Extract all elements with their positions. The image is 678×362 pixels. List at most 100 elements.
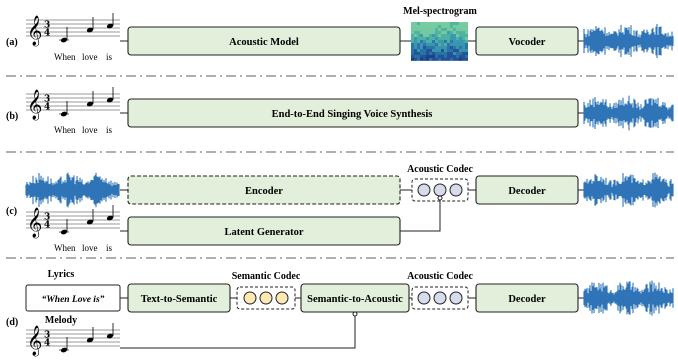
semantic-codec-label: Semantic Codec — [232, 271, 301, 282]
music-score: 𝄞34 — [26, 323, 120, 357]
spectrogram-cell — [441, 52, 444, 55]
spectrogram-cell — [453, 46, 456, 49]
spectrogram-cell — [426, 43, 429, 46]
acoustic-token — [433, 183, 447, 197]
spectrogram-cell — [411, 55, 414, 58]
spectrogram-cell — [411, 52, 414, 55]
spectrogram-cell — [414, 46, 417, 49]
treble-clef-icon: 𝄞 — [27, 15, 42, 47]
spectrogram-cell — [426, 40, 429, 43]
spectrogram-cell — [456, 22, 459, 25]
music-score: 𝄞34 — [26, 87, 120, 121]
time-signature: 4 — [44, 29, 50, 39]
spectrogram-cell — [417, 22, 420, 25]
spectrogram-cell — [414, 43, 417, 46]
time-signature: 4 — [44, 339, 50, 349]
spectrogram-cell — [438, 28, 441, 31]
spectrogram-cell — [465, 43, 468, 46]
lyric-word: When — [54, 243, 76, 253]
spectrogram-cell — [438, 43, 441, 46]
spectrogram-cell — [423, 31, 426, 34]
spectrogram-cell — [462, 31, 465, 34]
spectrogram-cell — [447, 55, 450, 58]
spectrogram-cell — [432, 40, 435, 43]
spectrogram-cell — [447, 22, 450, 25]
spectrogram-cell — [441, 37, 444, 40]
time-signature: 4 — [44, 221, 50, 231]
spectrogram-cell — [435, 31, 438, 34]
spectrogram-cell — [411, 40, 414, 43]
note-head — [106, 215, 114, 221]
semantic-token — [259, 291, 273, 305]
note-head — [106, 23, 114, 29]
spectrogram-cell — [411, 31, 414, 34]
spectrogram-cell — [411, 37, 414, 40]
output-waveform — [583, 23, 674, 59]
spectrogram-cell — [441, 28, 444, 31]
spectrogram-cell — [438, 31, 441, 34]
note-head — [86, 337, 94, 343]
spectrogram-cell — [438, 25, 441, 28]
spectrogram-cell — [420, 31, 423, 34]
spectrogram-cell — [462, 25, 465, 28]
treble-clef-icon: 𝄞 — [27, 207, 42, 239]
music-score: 𝄞34 — [26, 205, 120, 239]
spectrogram-cell — [411, 43, 414, 46]
mel-spectrogram-image — [411, 22, 468, 61]
spectrogram-cell — [417, 25, 420, 28]
acoustic-model-label: Acoustic Model — [229, 37, 299, 48]
spectrogram-cell — [417, 31, 420, 34]
note-head — [86, 101, 94, 107]
panel-tag: (d) — [6, 317, 18, 328]
panel-d: Lyrics “When Love is” Text-to-Semantic S… — [6, 269, 674, 357]
spectrogram-cell — [429, 55, 432, 58]
spectrogram-cell — [438, 37, 441, 40]
spectrogram-cell — [459, 31, 462, 34]
spectrogram-cell — [432, 46, 435, 49]
spectrogram-cell — [444, 52, 447, 55]
spectrogram-cell — [432, 55, 435, 58]
lyric-word: love — [82, 125, 98, 135]
spectrogram-cell — [456, 25, 459, 28]
spectrogram-cell — [465, 46, 468, 49]
spectrogram-cell — [414, 55, 417, 58]
spectrogram-cell — [420, 55, 423, 58]
lyric-word: is — [106, 52, 113, 62]
spectrogram-cell — [423, 34, 426, 37]
melody-title: Melody — [45, 315, 77, 326]
spectrogram-cell — [432, 25, 435, 28]
spectrogram-cell — [426, 31, 429, 34]
spectrogram-cell — [435, 46, 438, 49]
spectrogram-cell — [450, 40, 453, 43]
spectrogram-cell — [432, 58, 435, 61]
spectrogram-cell — [423, 40, 426, 43]
spectrogram-cell — [453, 22, 456, 25]
spectrogram-cell — [429, 28, 432, 31]
spectrogram-cell — [411, 34, 414, 37]
spectrogram-cell — [456, 34, 459, 37]
spectrogram-cell — [423, 37, 426, 40]
spectrogram-cell — [414, 31, 417, 34]
spectrogram-cell — [456, 58, 459, 61]
spectrogram-cell — [432, 34, 435, 37]
spectrogram-cell — [447, 31, 450, 34]
spectrogram-cell — [453, 43, 456, 46]
spectrogram-cell — [465, 22, 468, 25]
spectrogram-cell — [447, 28, 450, 31]
spectrogram-cell — [441, 40, 444, 43]
spectrogram-cell — [420, 58, 423, 61]
spectrogram-cell — [441, 49, 444, 52]
spectrogram-cell — [450, 58, 453, 61]
spectrogram-cell — [450, 22, 453, 25]
spectrogram-cell — [411, 49, 414, 52]
spectrogram-cell — [465, 34, 468, 37]
spectrogram-cell — [462, 52, 465, 55]
spectrogram-cell — [453, 52, 456, 55]
spectrogram-cell — [417, 49, 420, 52]
spectrogram-cell — [444, 58, 447, 61]
spectrogram-cell — [444, 28, 447, 31]
spectrogram-cell — [453, 25, 456, 28]
spectrogram-cell — [459, 52, 462, 55]
spectrogram-cell — [459, 58, 462, 61]
spectrogram-cell — [420, 49, 423, 52]
